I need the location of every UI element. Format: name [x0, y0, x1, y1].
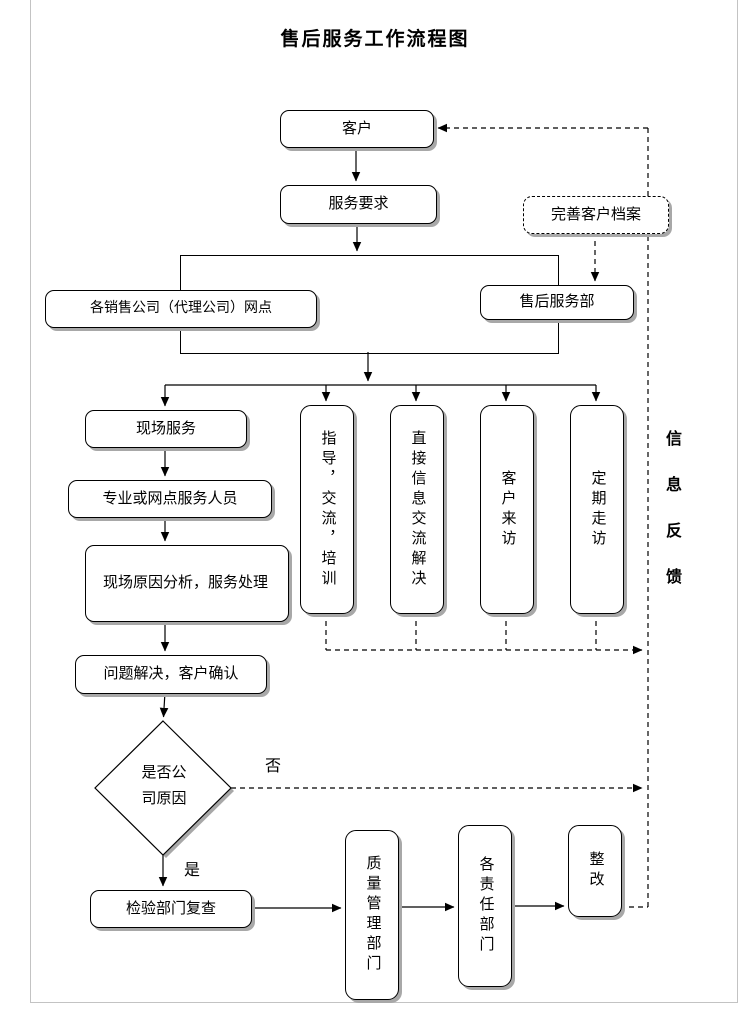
node-service-request: 服务要求	[280, 185, 437, 224]
dashed-connectors	[231, 123, 649, 908]
node-inspection-recheck: 检验部门复查	[90, 890, 252, 928]
node-direct-info-resolution: 直接信息交流解决	[390, 405, 444, 614]
node-regular-visit: 定期走访	[570, 405, 624, 614]
node-guidance-training: 指导，交流，培训	[300, 405, 354, 614]
page-border	[30, 0, 738, 1003]
diagram-title: 售后服务工作流程图	[280, 29, 470, 50]
node-customer: 客户	[280, 110, 434, 148]
solid-connectors	[158, 146, 601, 913]
node-problem-confirm: 问题解决，客户确认	[75, 655, 267, 694]
label-info-feedback: 信息反馈	[663, 430, 680, 614]
node-onsite-analysis: 现场原因分析，服务处理	[85, 545, 289, 622]
node-rectify: 整改	[568, 825, 622, 917]
label-no: 否	[263, 752, 284, 776]
node-decision-company-cause: 是否公司原因	[141, 765, 187, 808]
node-onsite-service: 现场服务	[85, 410, 247, 448]
decision-diamond	[94, 720, 234, 858]
label-yes: 是	[182, 856, 203, 880]
node-customer-visit: 客户来访	[480, 405, 534, 614]
node-service-staff: 专业或网点服务人员	[68, 480, 272, 518]
node-responsible-dept: 各责任部门	[458, 825, 512, 987]
node-quality-dept: 质量管理部门	[345, 830, 399, 1000]
node-sales-network: 各销售公司（代理公司）网点	[45, 290, 317, 328]
node-customer-archive: 完善客户档案	[523, 196, 669, 234]
node-aftersales-dept: 售后服务部	[480, 285, 634, 320]
